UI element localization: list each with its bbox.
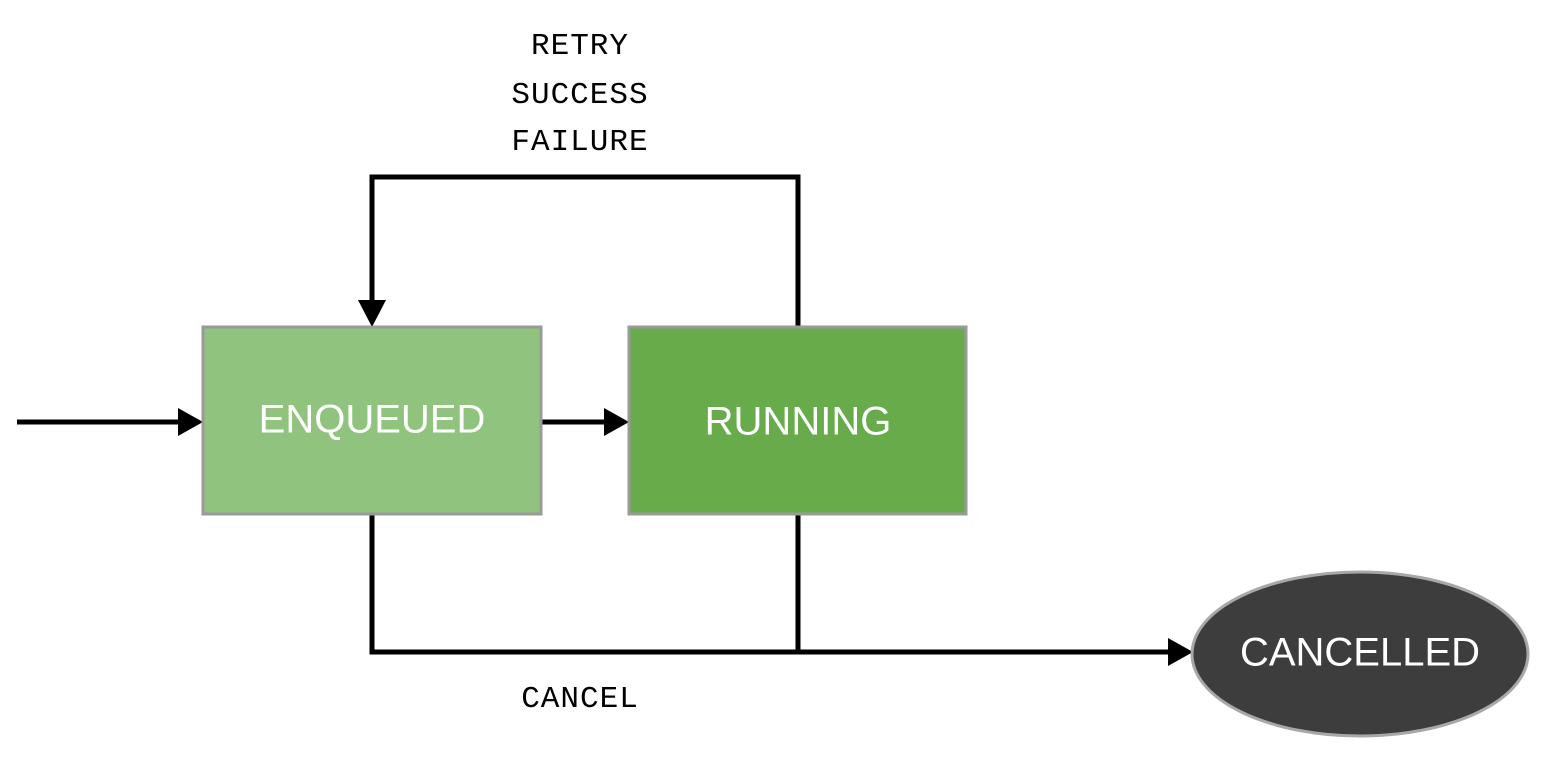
node-cancelled-label: CANCELLED <box>1240 631 1480 675</box>
edge-label-retry: RETRY <box>531 29 629 64</box>
edge-running-to-enqueued <box>358 174 801 327</box>
node-running-shape[interactable] <box>627 325 968 516</box>
edge-enqueued-down-to-cancel-line <box>369 514 1176 655</box>
node-enqueued-label: ENQUEUED <box>259 398 486 442</box>
edge-enqueued-to-running <box>541 408 629 436</box>
node-running[interactable]: RUNNING <box>627 325 968 516</box>
edge-label-cancel: CANCEL <box>521 682 639 717</box>
node-enqueued[interactable]: ENQUEUED <box>201 325 543 516</box>
edge-to-cancelled <box>369 514 1193 666</box>
edge-label-success: SUCCESS <box>511 78 648 113</box>
arrow-head-into-enqueued-top <box>358 300 386 327</box>
edge-start-to-enqueued <box>17 408 203 436</box>
node-cancelled[interactable]: CANCELLED <box>1190 570 1530 738</box>
node-enqueued-shape[interactable] <box>201 325 543 516</box>
arrow-head-into-enqueued-left <box>178 408 203 436</box>
edge-label-failure: FAILURE <box>511 125 648 160</box>
arrow-head-into-cancelled-left <box>1168 638 1193 666</box>
node-cancelled-shape[interactable] <box>1190 570 1530 738</box>
arrow-head-into-running-left <box>604 408 629 436</box>
node-running-label: RUNNING <box>705 400 892 444</box>
edge-running-to-enqueued-line <box>369 174 801 327</box>
